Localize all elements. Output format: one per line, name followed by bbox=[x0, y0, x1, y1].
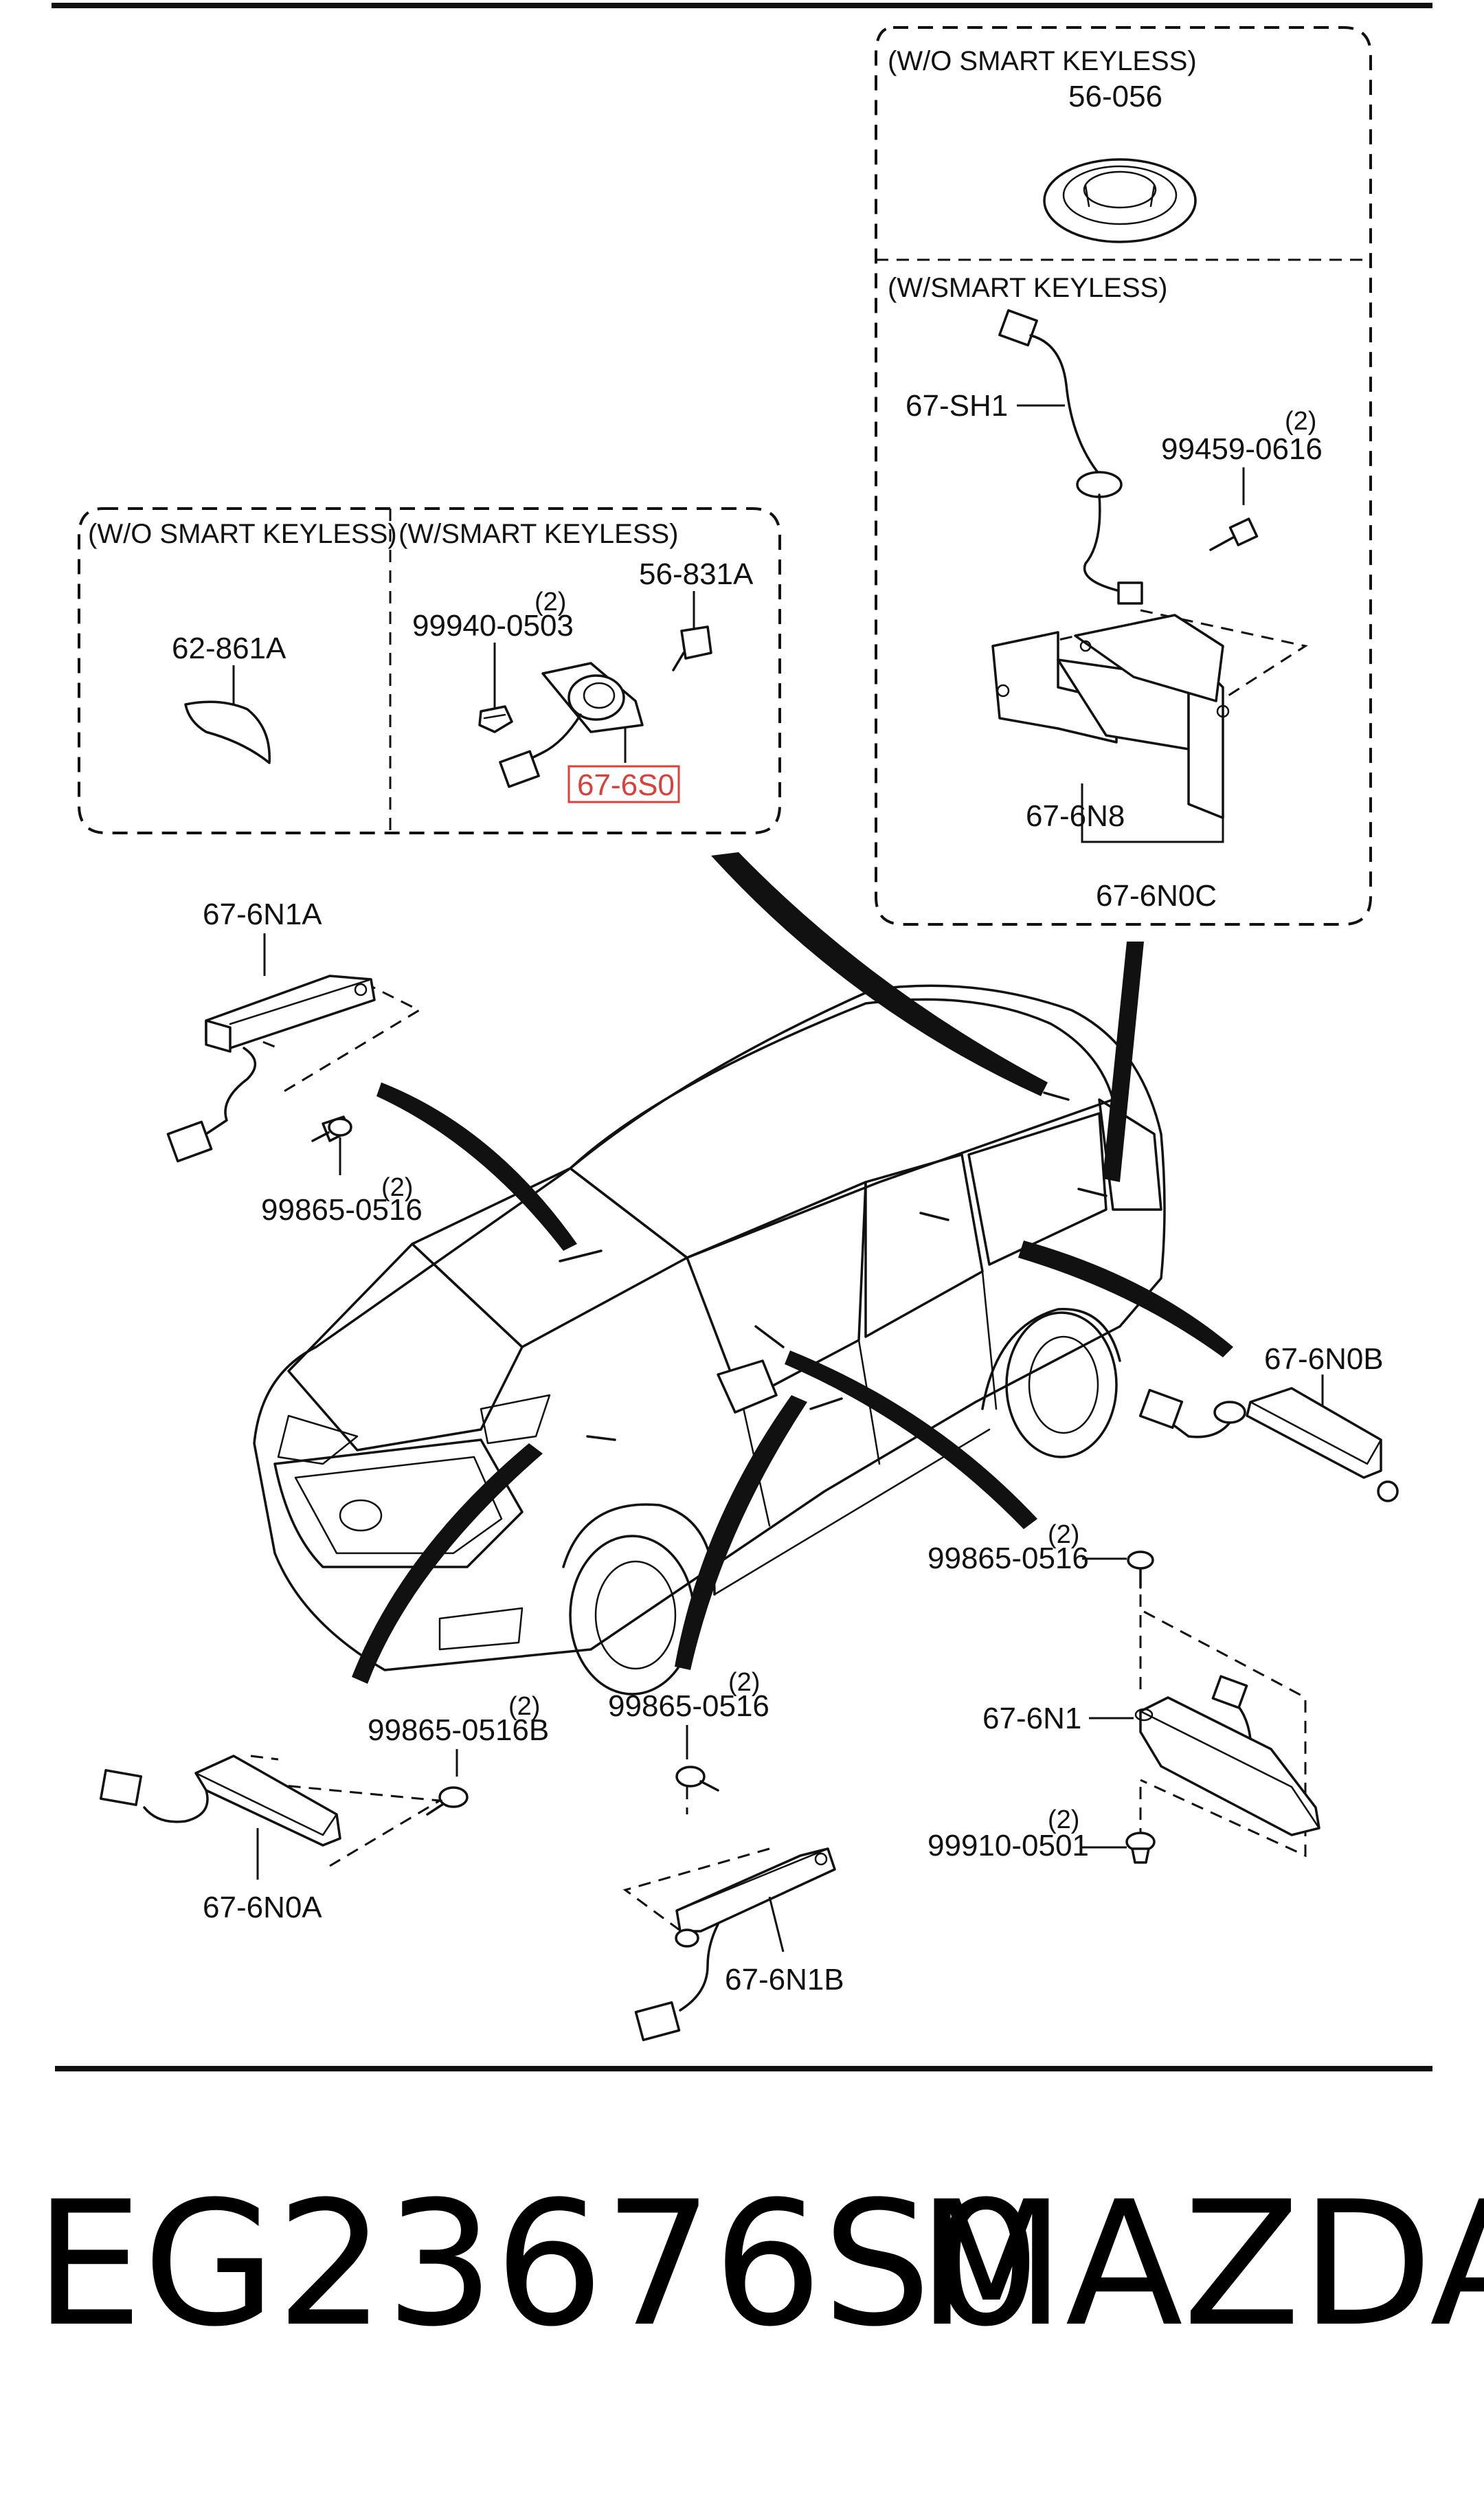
group-header-wo-right: (W/O SMART KEYLESS) bbox=[888, 46, 1197, 76]
qty-99865-b: (2) bbox=[1048, 1520, 1079, 1549]
keyless-group-left: (W/O SMART KEYLESS) (W/SMART KEYLESS) 62… bbox=[78, 507, 781, 834]
label-99940-0503: 99940-0503 bbox=[412, 609, 574, 643]
antenna-67-6n0b: 67-6N0B bbox=[1138, 1342, 1399, 1502]
sensor-67-6s0 bbox=[499, 662, 644, 788]
label-56-056: 56-056 bbox=[1068, 80, 1162, 113]
bolt-99459 bbox=[1209, 467, 1259, 551]
label-99865-0516-d: 99865-0516 bbox=[608, 1689, 769, 1723]
qty-99865-a: (2) bbox=[381, 1173, 413, 1202]
clip-56-831a bbox=[672, 625, 712, 671]
screw-99865-c bbox=[426, 1786, 469, 1816]
label-99910-0501: 99910-0501 bbox=[928, 1829, 1089, 1862]
label-67-sh1: 67-SH1 bbox=[906, 389, 1008, 423]
label-99865-0516b: 99865-0516B bbox=[368, 1713, 549, 1747]
label-67-6n0c: 67-6N0C bbox=[1096, 879, 1217, 913]
keyless-group-right: (W/O SMART KEYLESS) 56-056 (W/SMART KEYL… bbox=[875, 26, 1372, 926]
pad-62-861a bbox=[184, 700, 271, 764]
qty-99910: (2) bbox=[1048, 1805, 1079, 1834]
label-99865-0516-b: 99865-0516 bbox=[928, 1542, 1089, 1575]
pointer-arrows bbox=[352, 852, 1233, 1684]
label-67-6n0a: 67-6N0A bbox=[203, 1891, 322, 1924]
nut-99940 bbox=[478, 705, 513, 733]
harness-67-sh1 bbox=[998, 309, 1143, 605]
group-header-w-left: (W/SMART KEYLESS) bbox=[398, 519, 679, 549]
part-number: EG23676S0 bbox=[34, 2164, 1041, 2364]
label-56-831a: 56-831A bbox=[639, 557, 754, 591]
label-67-6n1b: 67-6N1B bbox=[725, 1963, 844, 1996]
qty-99459: (2) bbox=[1285, 407, 1316, 436]
screw-99865-a bbox=[311, 1115, 352, 1142]
qty-99865-d: (2) bbox=[728, 1668, 760, 1697]
group-header-wo-left: (W/O SMART KEYLESS) bbox=[88, 519, 397, 549]
label-99865-0516-a: 99865-0516 bbox=[261, 1193, 423, 1227]
qty-99940: (2) bbox=[535, 588, 566, 616]
label-99459-0616: 99459-0616 bbox=[1161, 432, 1323, 466]
antenna-67-6n0a: (2) 99865-0516B 67-6N0A bbox=[99, 1692, 549, 1924]
qty-99865-c: (2) bbox=[508, 1692, 540, 1721]
label-67-6n0b: 67-6N0B bbox=[1264, 1342, 1384, 1376]
screw-99865-d bbox=[675, 1766, 719, 1792]
nut-99910 bbox=[1125, 1832, 1156, 1864]
antenna-67-6n1a: 67-6N1A (2) 99865-0516 bbox=[166, 898, 423, 1227]
antenna-67-6n1: (2) 99865-0516 67-6N1 (2) 99910-0501 bbox=[928, 1520, 1320, 1864]
grommet-56-056 bbox=[1043, 158, 1197, 243]
label-67-6n1: 67-6N1 bbox=[982, 1702, 1081, 1735]
label-67-6n1a: 67-6N1A bbox=[203, 898, 322, 931]
label-62-861a: 62-861A bbox=[172, 632, 286, 665]
screw-99865-b bbox=[1127, 1550, 1154, 1589]
group-header-w-right: (W/SMART KEYLESS) bbox=[888, 273, 1168, 303]
brand-name: MAZDA bbox=[917, 2164, 1484, 2364]
highlight-box-67-6s0 bbox=[567, 765, 680, 803]
label-67-6s0: 67-6S0 bbox=[577, 768, 675, 802]
label-67-6n8: 67-6N8 bbox=[1026, 799, 1125, 833]
bracket-67-6n0c bbox=[991, 609, 1308, 819]
antenna-67-6n1b: (2) 99865-0516 67-6N1B bbox=[608, 1668, 844, 2042]
